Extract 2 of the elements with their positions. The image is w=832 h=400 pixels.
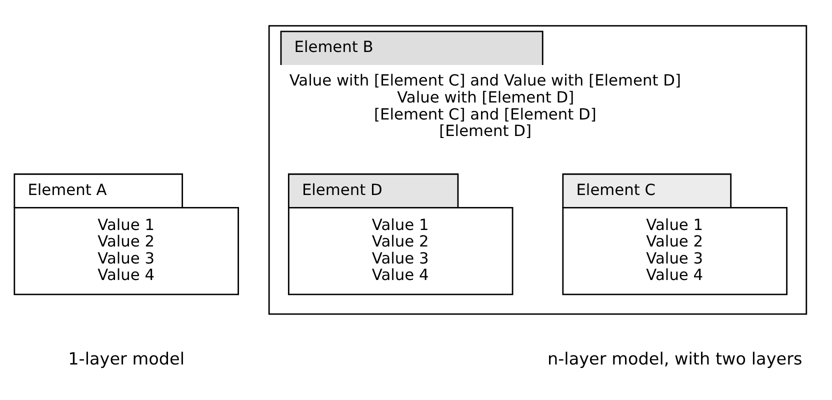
label: n-layer model, with two layers [547,348,802,369]
label: 1-layer model [68,348,185,369]
